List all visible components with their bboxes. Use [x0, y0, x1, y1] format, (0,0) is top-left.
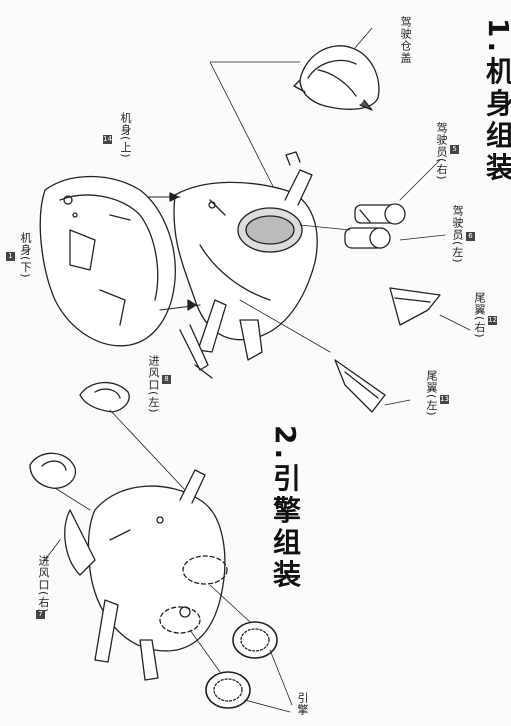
label-body-lower: 机身(下)	[19, 232, 32, 279]
engine-body-drawing	[64, 469, 228, 681]
engine-ring-drawing	[205, 621, 278, 709]
num-intake-right: 7	[36, 610, 45, 619]
tail-fin-drawing	[334, 287, 441, 413]
label-intake-right: 进风口(右)	[37, 555, 50, 614]
num-body-upper: 14	[103, 135, 112, 144]
num-tail-right: 12	[488, 316, 497, 325]
num-tail-left: 13	[440, 395, 449, 404]
pilot-drawing	[344, 203, 406, 249]
label-tail-right: 尾翼(右)	[473, 292, 486, 339]
num-pilot-left: 6	[466, 232, 475, 241]
section-heading-engine: 2.引擎组装	[269, 425, 302, 592]
num-body-lower: 1	[6, 252, 15, 261]
section-heading-body: 1.机身组装	[482, 18, 511, 185]
intake-left-drawing	[79, 381, 130, 413]
lower-body-drawing	[39, 175, 176, 347]
label-pilot-right: 驾驶员(右)	[435, 122, 448, 181]
cockpit-cover-drawing	[293, 45, 380, 111]
label-body-upper: 机身(上)	[119, 112, 132, 159]
intake-right-drawing	[29, 452, 77, 489]
label-engine: 引擎	[296, 692, 309, 716]
label-cockpit-cover: 驾驶仓盖	[399, 16, 412, 64]
num-intake-left: 8	[162, 375, 171, 384]
fuselage-drawing	[173, 151, 318, 361]
label-intake-left: 进风口(左)	[147, 355, 160, 414]
num-pilot-right: 5	[450, 145, 459, 154]
label-tail-left: 尾翼(左)	[425, 370, 438, 417]
label-pilot-left: 驾驶员(左)	[451, 205, 464, 264]
